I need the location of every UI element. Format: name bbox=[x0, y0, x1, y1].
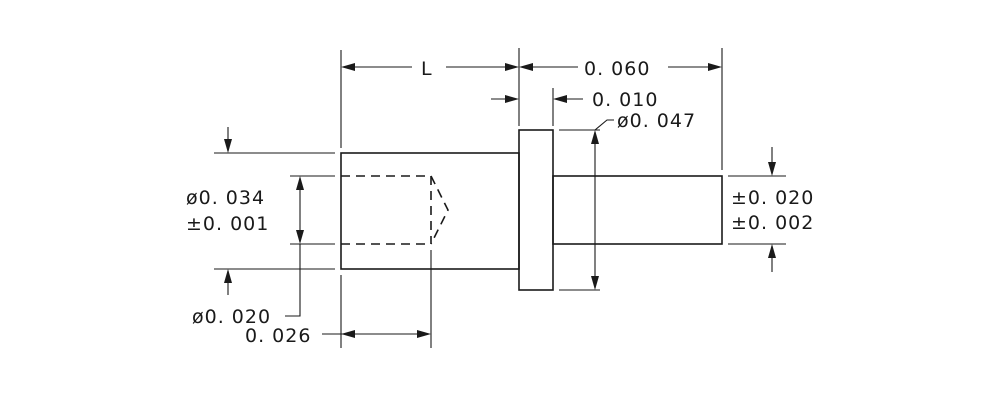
dimension-body-diameter-label: ø0. 034 bbox=[186, 187, 265, 209]
dimension-pin-tolerance-label: ±0. 002 bbox=[731, 212, 814, 234]
part-outline bbox=[340, 129, 723, 291]
dimension-overall-length-label: 0. 060 bbox=[584, 58, 650, 80]
dimension-body-tolerance-label: ±0. 001 bbox=[186, 213, 269, 235]
dimension-body-diameter bbox=[214, 127, 335, 295]
dimension-flange-thickness-label: 0. 010 bbox=[592, 89, 658, 111]
hidden-bore bbox=[341, 175, 449, 245]
dimension-l bbox=[340, 48, 520, 148]
dimension-hole-diameter bbox=[285, 175, 335, 317]
dimension-l-label: L bbox=[421, 58, 433, 80]
dimension-flange-diameter bbox=[559, 119, 614, 291]
dimension-hole-diameter-label: ø0. 020 bbox=[192, 306, 271, 328]
dimension-overall-length bbox=[519, 48, 723, 170]
flange bbox=[518, 129, 554, 291]
dimension-pin-diameter-label: ±0. 020 bbox=[731, 187, 814, 209]
dimension-pin-diameter bbox=[728, 147, 786, 272]
pin bbox=[552, 175, 723, 245]
body-cylinder bbox=[340, 152, 520, 270]
dimension-flange-thickness bbox=[491, 88, 583, 126]
dimension-flange-diameter-label: ø0. 047 bbox=[617, 110, 696, 132]
dimension-hole-depth bbox=[322, 250, 432, 348]
dimension-hole-depth-label: 0. 026 bbox=[245, 325, 311, 347]
